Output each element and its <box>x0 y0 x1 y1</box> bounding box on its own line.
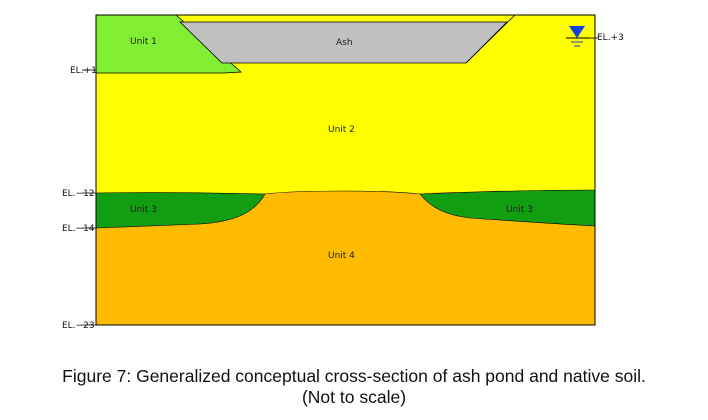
right-embankment-outline <box>465 14 516 64</box>
el-plus3-label: EL.+3 <box>597 33 624 43</box>
cross-section-diagram: Unit 1 Ash Unit 2 Unit 3 Unit 3 Unit 4 E… <box>62 14 624 331</box>
el-minus14-label: EL.−14 <box>62 224 95 234</box>
unit3-right-label: Unit 3 <box>506 205 533 215</box>
figure-caption-note: (Not to scale) <box>301 387 407 407</box>
unit4-label: Unit 4 <box>328 251 355 261</box>
unit3-left-layer <box>96 192 265 228</box>
figure-caption: Figure 7: Generalized conceptual cross-s… <box>62 366 646 386</box>
unit2-bottom-boundary <box>95 189 596 195</box>
water-table-triangle-icon <box>566 26 590 47</box>
el-minus12-label: EL.−12 <box>62 189 95 199</box>
el-minus23-label: EL.−23 <box>62 321 95 331</box>
unit3-right-boundary <box>419 193 596 227</box>
unit1-label: Unit 1 <box>130 37 157 47</box>
el-plus1-label: EL.+1 <box>70 66 97 76</box>
unit3-left-label: Unit 3 <box>130 205 157 215</box>
ash-label: Ash <box>336 38 353 48</box>
unit3-left-boundary <box>95 193 266 229</box>
unit2-label: Unit 2 <box>328 125 355 135</box>
section-frame <box>95 14 596 326</box>
